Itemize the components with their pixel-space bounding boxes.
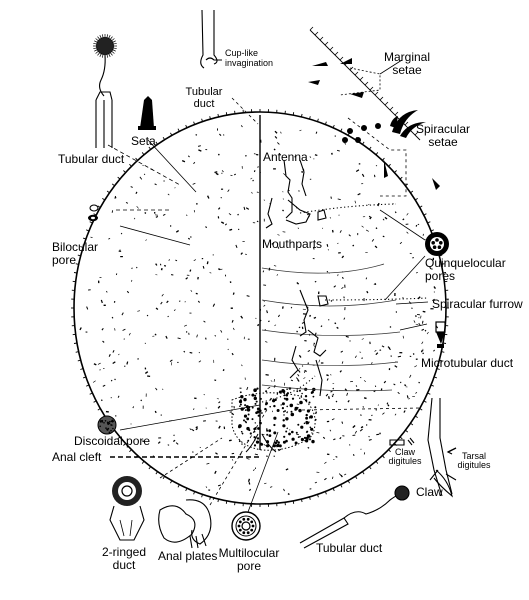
label-cup-like-invagination: Cup-like invagination [225, 48, 274, 68]
microtubular-duct-icon [435, 321, 446, 348]
label-bilocular-pore: Bilocular pore [52, 240, 99, 267]
two-ringed-duct-icon [109, 476, 145, 541]
tubular-duct-bottom-icon [299, 485, 410, 549]
label-claw-digitules: Claw digitules [388, 447, 422, 467]
label-multilocular-pore: Multilocular pore [218, 546, 280, 573]
label-tubular-duct-left: Tubular duct [58, 152, 125, 166]
label-two-ringed-duct: 2-ringed duct [101, 545, 147, 572]
discoidal-pore-icon [97, 415, 117, 435]
label-microtubular-duct: Microtubular duct [421, 356, 514, 370]
leader-lines [107, 59, 429, 513]
label-marginal-setae: Marginal setae [383, 50, 431, 77]
claw-icon [389, 397, 457, 498]
quinquelocular-pore-icon [425, 232, 449, 256]
label-tarsal-digitules: Tarsal digitules [457, 451, 491, 471]
label-quinquelocular-pores: Quinquelocular pores [425, 256, 506, 283]
label-mouthparts: Mouthparts [262, 237, 323, 251]
label-spiracular-furrow: Spiracular furrow [432, 297, 523, 311]
spiracular-setae-icon [342, 110, 440, 190]
label-seta: Seta [131, 134, 156, 148]
tubular-duct-icon [93, 34, 117, 148]
label-anal-plates: Anal plates [158, 549, 218, 563]
label-claw: Claw [416, 485, 443, 499]
label-tubular-duct-bottom: Tubular duct [316, 541, 383, 555]
multilocular-pore-icon [231, 511, 261, 541]
seta-spine-icon [138, 96, 156, 130]
bilocular-pore-icon [88, 204, 99, 222]
label-anal-cleft: Anal cleft [52, 450, 102, 464]
label-discoidal-pore: Discoidal pore [74, 434, 151, 448]
label-antenna: Antenna [263, 150, 308, 164]
tubular-duct-cup-icon [200, 9, 222, 69]
anal-plates-icon [158, 499, 212, 549]
label-tubular-duct-top: Tubular duct [185, 86, 223, 110]
label-spiracular-setae: Spiracular setae [415, 122, 471, 149]
oval-scale-insect-body-icon [71, 109, 449, 507]
